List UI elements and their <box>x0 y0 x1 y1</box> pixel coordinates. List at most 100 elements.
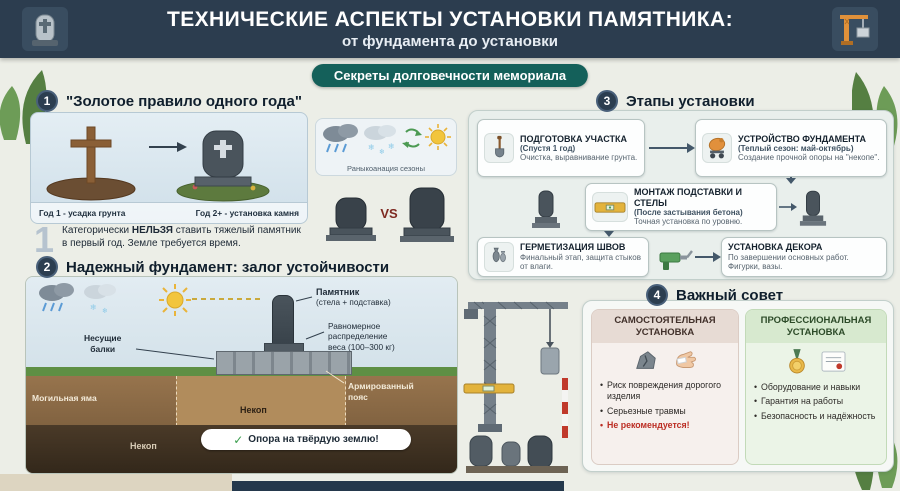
section3-header: 3 Этапы установки <box>596 90 755 112</box>
page-subtitle: от фундамента до установки <box>342 33 558 50</box>
footer-bar <box>232 481 564 491</box>
diy-card-icons <box>592 343 738 376</box>
pro-card-title: ПРОФЕССИОНАЛЬНАЯ УСТАНОВКА <box>746 310 886 343</box>
check-icon: ✓ <box>233 432 244 447</box>
seasons-box: ❄ ❄ ❄ Раныкоанация сезоны <box>315 118 457 176</box>
step-box-sealing: ГЕРМЕТИЗАЦИЯ ШВОВ Финальный этап, защита… <box>477 237 649 277</box>
diy-bullet-damage: Риск повреждения дорогого изделия <box>600 380 730 403</box>
background-patch <box>0 474 232 491</box>
step-title: УСТРОЙСТВО ФУНДАМЕНТА <box>738 133 867 144</box>
beams-label-line1: Несущие <box>84 333 122 343</box>
section3-number: 3 <box>596 90 618 112</box>
svg-text:❄: ❄ <box>90 303 97 312</box>
year-rule-note: 1 Категорически НЕЛЬЗЯ ставить тяжелый п… <box>34 219 324 260</box>
grave-pit <box>176 376 346 426</box>
cross-and-monument-drawing <box>46 126 270 202</box>
diy-title-line2: УСТАНОВКА <box>635 326 695 338</box>
certificate-icon <box>821 351 845 372</box>
svg-text:❄: ❄ <box>368 143 375 152</box>
nekop-label: Некоп <box>240 405 267 415</box>
diy-warning: Не рекомендуется! <box>600 420 730 432</box>
step-text: Очистка, выравнивание грунта. <box>520 153 638 163</box>
year2-label: Год 2+ - установка камня <box>195 208 299 218</box>
step-text: Создание прочной опоры на "некопе". <box>738 153 880 163</box>
monument-label-line1: Памятник <box>316 287 360 297</box>
page-title: ТЕХНИЧЕСКИЕ АСПЕКТЫ УСТАНОВКИ ПАМЯТНИКА: <box>167 8 733 31</box>
sun-icon <box>159 284 191 316</box>
section2-title: Надежный фундамент: залог устойчивости <box>66 258 390 276</box>
weight-label-line2: распределение <box>328 331 388 342</box>
section1-number: 1 <box>36 90 58 112</box>
step-title: МОНТАЖ ПОДСТАВКИ И СТЕЛЫ <box>634 187 742 208</box>
step-title: ГЕРМЕТИЗАЦИЯ ШВОВ <box>520 242 626 253</box>
advice-panel: САМОСТОЯТЕЛЬНАЯ УСТАНОВКА Риск поврежден… <box>582 300 894 472</box>
flow-arrows <box>604 143 797 262</box>
pro-bullet-equipment: Оборудование и навыки <box>754 382 878 394</box>
pro-card-icons <box>746 343 886 378</box>
diy-card-list: Риск повреждения дорогого изделия Серьез… <box>592 376 738 438</box>
weight-label-line1: Равномерное <box>328 321 381 331</box>
step-text: Точная установка по уровню. <box>634 217 743 227</box>
spirit-level-icon <box>592 192 628 222</box>
vases-icon <box>484 242 514 272</box>
step-subtitle: (После застывания бетона) <box>634 208 743 218</box>
sun-dashes <box>192 298 262 300</box>
step-box-decor: УСТАНОВКА ДЕКОРА По завершении основных … <box>721 237 887 277</box>
professional-installation-card: ПРОФЕССИОНАЛЬНАЯ УСТАНОВКА Оборудование … <box>745 309 887 465</box>
pro-bullet-warranty: Гарантия на работы <box>754 396 878 408</box>
shovel-icon <box>484 133 514 163</box>
medal-icon <box>788 348 805 374</box>
step-subtitle: (Теплый сезон: май-октябрь) <box>738 143 854 153</box>
vs-label: VS <box>380 206 398 221</box>
beams-label: Несущие балки <box>84 333 121 354</box>
step-text: Финальный этап, защита стыков от влаги. <box>520 252 641 272</box>
rule-text: Категорически НЕЛЬЗЯ ставить тяжелый пам… <box>62 224 308 250</box>
solid-ground-check: ✓ Опора на твёрдую землю! <box>201 429 411 450</box>
monument-label: Памятник (стела + подставка) <box>316 287 391 309</box>
step-title: ПОДГОТОВКА УЧАСТКА <box>520 133 627 144</box>
seasons-caption: Раныкоанация сезоны <box>347 164 425 173</box>
step-box-foundation: УСТРОЙСТВО ФУНДАМЕНТА (Теплый сезон: май… <box>695 119 887 177</box>
step-subtitle: (Спустя 1 год) <box>520 143 576 153</box>
pro-bullet-safety: Безопасность и надёжность <box>754 411 878 423</box>
header-text: ТЕХНИЧЕСКИЕ АСПЕКТЫ УСТАНОВКИ ПАМЯТНИКА:… <box>167 8 733 50</box>
pointer-lines <box>135 296 345 384</box>
badge: Секреты долговечности мемориала <box>311 64 589 87</box>
svg-text:❄: ❄ <box>379 148 385 156</box>
step-title: УСТАНОВКА ДЕКОРА <box>728 242 823 253</box>
diy-card-title: САМОСТОЯТЕЛЬНАЯ УСТАНОВКА <box>592 310 738 343</box>
section4-header: 4 Важный совет <box>646 284 783 306</box>
svg-text:❄: ❄ <box>388 142 395 151</box>
broken-stone-icon <box>636 350 656 369</box>
beams-label-line2: балки <box>90 343 116 354</box>
check-label: Опора на твёрдую землю! <box>248 434 379 445</box>
step-text: По завершении основных работ. Фигурки, в… <box>728 252 849 272</box>
clouds-icon: ❄ ❄ <box>39 283 116 315</box>
section1-title: "Золотое правило одного года" <box>66 92 302 110</box>
small-monument-icon-left <box>532 190 560 228</box>
pro-title-line1: ПРОФЕССИОНАЛЬНАЯ <box>760 315 872 326</box>
year-rule-illustration: Год 1 - усадка грунта Год 2+ - установка… <box>30 112 308 224</box>
svg-text:❄: ❄ <box>102 307 108 315</box>
section2-header: 2 Надежный фундамент: залог устойчивости <box>36 256 389 278</box>
step-box-mounting: МОНТАЖ ПОДСТАВКИ И СТЕЛЫ (После застыван… <box>585 183 777 231</box>
diy-bullet-injury: Серьезные травмы <box>600 406 730 418</box>
header: ТЕХНИЧЕСКИЕ АСПЕКТЫ УСТАНОВКИ ПАМЯТНИКА:… <box>0 0 900 58</box>
grave-pit-label: Могильная яма <box>32 393 97 403</box>
badge-label: Секреты долговечности мемориала <box>333 68 567 83</box>
concrete-mixer-icon <box>702 133 732 163</box>
seasons-weather-icons: ❄ ❄ ❄ <box>323 124 451 156</box>
armored-belt-label: Армированный пояс <box>348 381 414 402</box>
small-monument-icon-right <box>799 190 827 226</box>
pro-title-line2: УСТАНОВКА <box>786 326 846 338</box>
bearing-beams-drawing <box>216 351 352 375</box>
rule-text-suffix: ставить тяжелый памятник в первый год. З… <box>62 225 301 249</box>
armor-label-line1: Армированный <box>348 381 414 391</box>
armor-label-line2: пояс <box>348 391 368 402</box>
rule-big-number: 1 <box>34 219 55 260</box>
diy-title-line1: САМОСТОЯТЕЛЬНАЯ <box>614 315 716 326</box>
year1-label: Год 1 - усадка грунта <box>39 208 126 218</box>
monument-label-line2: (стела + подставка) <box>316 298 391 308</box>
step-box-site-preparation: ПОДГОТОВКА УЧАСТКА (Спустя 1 год) Очистк… <box>477 119 645 177</box>
